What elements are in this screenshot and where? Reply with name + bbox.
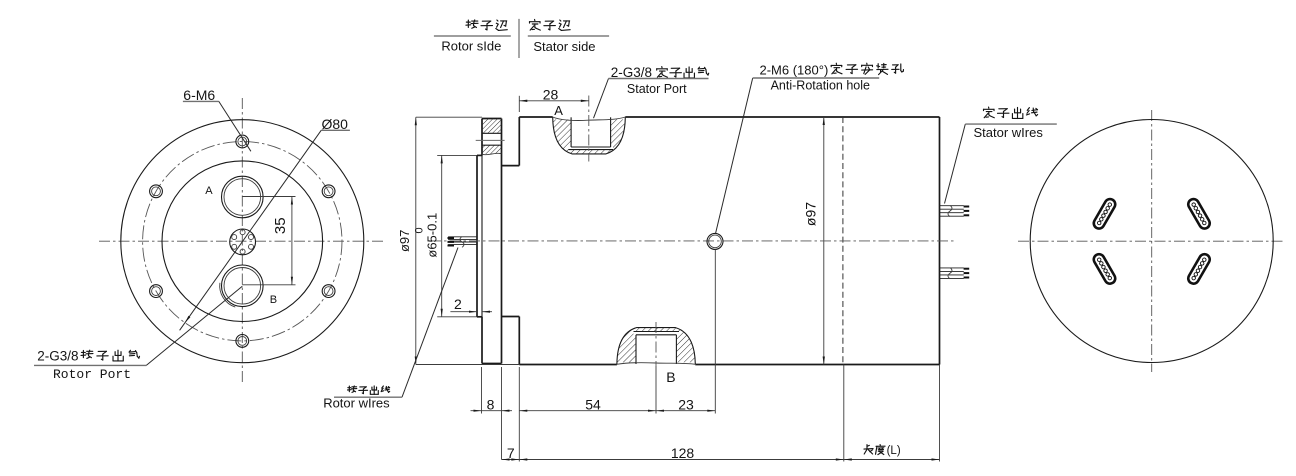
svg-text:(L): (L) xyxy=(887,445,901,457)
svg-text:2-M6 (180°): 2-M6 (180°) xyxy=(760,63,829,78)
svg-text:Stator side: Stator side xyxy=(533,39,595,54)
svg-text:Ø80: Ø80 xyxy=(322,116,349,132)
svg-text:128: 128 xyxy=(671,445,695,461)
svg-text:2-G3/8: 2-G3/8 xyxy=(37,349,78,364)
svg-text:23: 23 xyxy=(678,396,694,412)
svg-text:0: 0 xyxy=(414,227,426,233)
svg-text:Rotor wIres: Rotor wIres xyxy=(323,395,390,410)
svg-text:Stator wIres: Stator wIres xyxy=(974,125,1044,140)
svg-text:54: 54 xyxy=(585,396,601,412)
svg-text:A: A xyxy=(554,103,563,118)
svg-text:ø97: ø97 xyxy=(397,230,412,252)
svg-text:ø97: ø97 xyxy=(803,202,819,226)
svg-text:A: A xyxy=(205,185,213,197)
svg-text:7: 7 xyxy=(507,445,515,461)
svg-text:Anti-Rotation hole: Anti-Rotation hole xyxy=(771,79,870,93)
svg-text:B: B xyxy=(666,369,675,385)
svg-text:Rotor Port: Rotor Port xyxy=(53,367,131,382)
svg-text:8: 8 xyxy=(487,396,495,412)
svg-text:ø65-0.1: ø65-0.1 xyxy=(424,213,439,258)
svg-text:Rotor sIde: Rotor sIde xyxy=(441,38,501,53)
svg-text:2: 2 xyxy=(454,296,462,312)
svg-text:28: 28 xyxy=(543,86,559,102)
svg-text:6-M6: 6-M6 xyxy=(183,87,215,103)
svg-text:35: 35 xyxy=(272,217,289,234)
svg-text:B: B xyxy=(270,294,277,306)
svg-text:2-G3/8: 2-G3/8 xyxy=(611,65,652,80)
svg-text:Stator Port: Stator Port xyxy=(627,82,687,96)
